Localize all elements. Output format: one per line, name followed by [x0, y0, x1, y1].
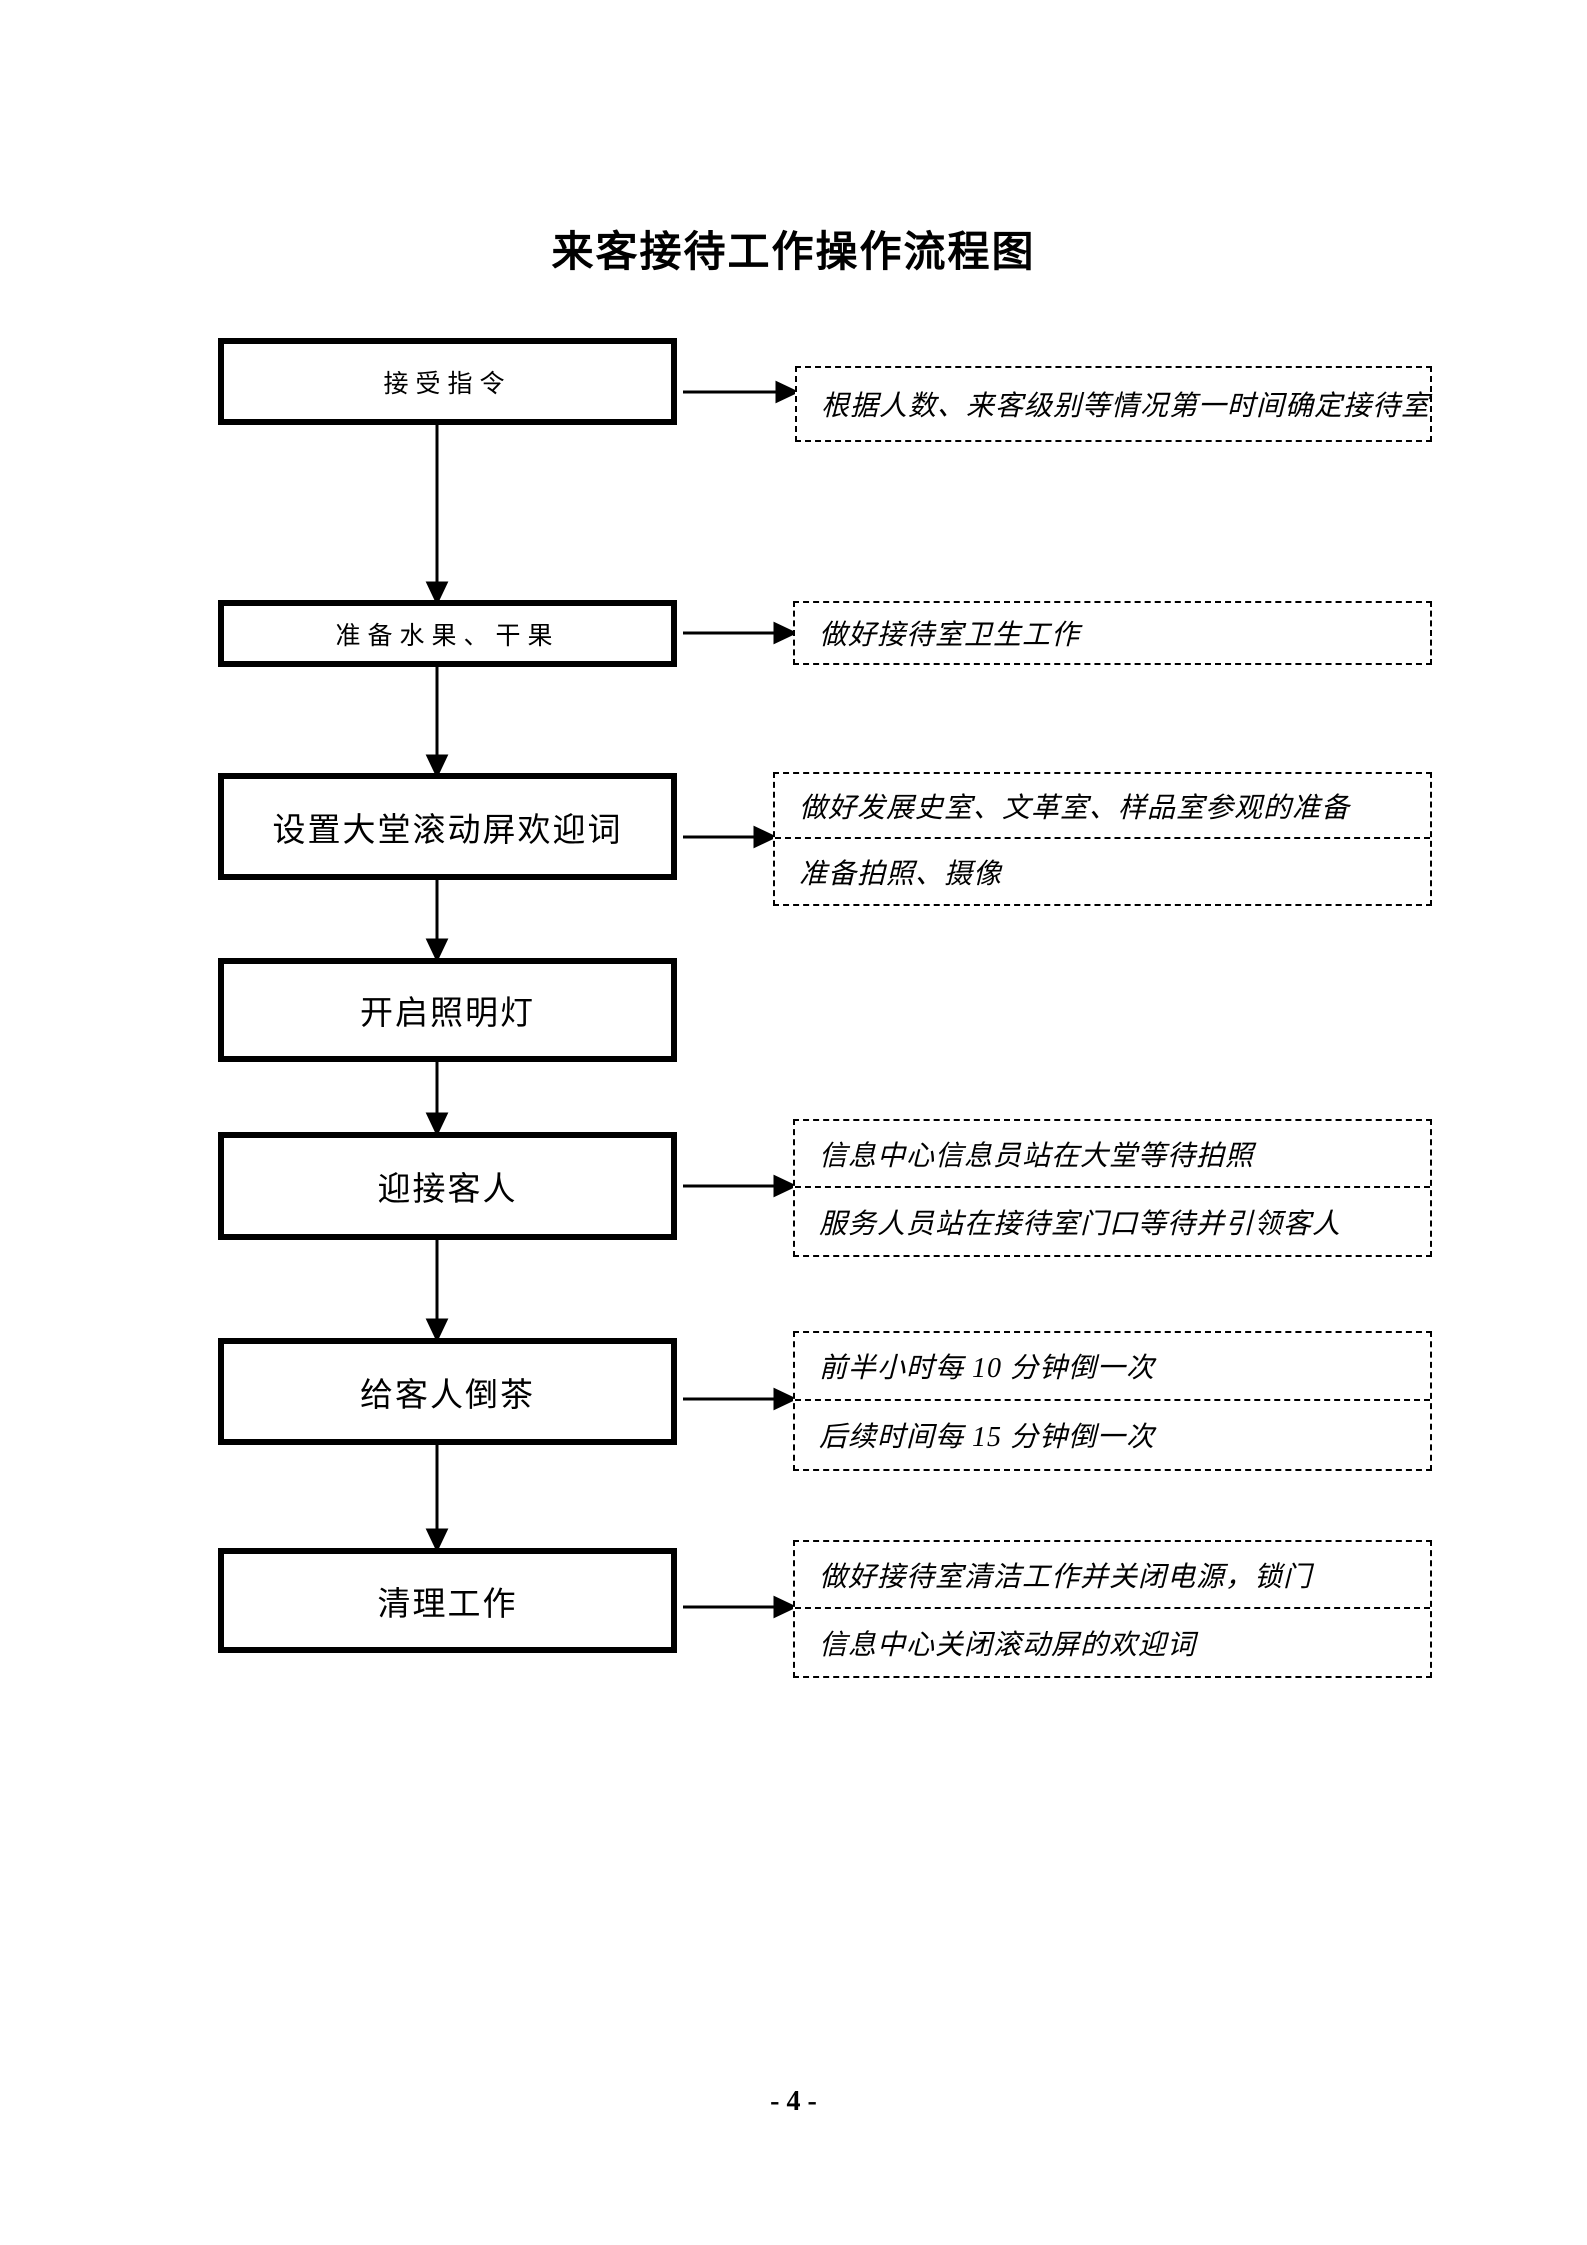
flow-step-greet-guests: 迎接客人 — [218, 1132, 677, 1240]
flow-step-welcome-screen: 设置大堂滚动屏欢迎词 — [218, 773, 677, 880]
note-text: 信息中心信息员站在大堂等待拍照 — [795, 1121, 1430, 1188]
note-text: 做好接待室清洁工作并关闭电源，锁门 — [795, 1542, 1430, 1609]
flow-step-label: 接受指令 — [383, 370, 512, 398]
flow-step-prepare-fruit: 准备水果、干果 — [218, 600, 677, 667]
note-box-step1: 根据人数、来客级别等情况第一时间确定接待室 — [795, 366, 1432, 442]
page-number: - 4 - — [770, 2086, 817, 2117]
note-box-step3: 做好发展史室、文革室、样品室参观的准备 准备拍照、摄像 — [773, 772, 1432, 906]
page-title: 来客接待工作操作流程图 — [551, 228, 1036, 275]
arrow-down-icon — [425, 1318, 449, 1343]
note-text: 根据人数、来客级别等情况第一时间确定接待室 — [821, 391, 1431, 422]
flow-step-label: 给客人倒茶 — [360, 1377, 535, 1414]
note-box-step5: 信息中心信息员站在大堂等待拍照 服务人员站在接待室门口等待并引领客人 — [793, 1119, 1432, 1257]
note-text: 做好接待室卫生工作 — [819, 620, 1081, 651]
arrow-right-icon — [773, 1387, 798, 1411]
note-text: 准备拍照、摄像 — [799, 858, 1003, 890]
flow-step-label: 设置大堂滚动屏欢迎词 — [272, 812, 623, 849]
note-text: 服务人员站在接待室门口等待并引领客人 — [819, 1208, 1342, 1240]
note-text: 信息中心关闭滚动屏的欢迎词 — [819, 1629, 1197, 1661]
note-box-step2: 做好接待室卫生工作 — [793, 601, 1432, 665]
arrow-right-icon — [773, 621, 798, 645]
flow-step-label: 开启照明灯 — [360, 996, 535, 1032]
flow-step-label: 迎接客人 — [377, 1172, 518, 1208]
arrow-down-icon — [425, 1112, 449, 1137]
flow-step-receive-order: 接受指令 — [218, 338, 677, 425]
note-box-step6: 前半小时每 10 分钟倒一次 后续时间每 15 分钟倒一次 — [793, 1331, 1432, 1471]
flow-step-label: 准备水果、干果 — [335, 622, 560, 650]
arrow-right-icon — [775, 380, 800, 404]
note-text: 做好发展史室、文革室、样品室参观的准备 — [775, 774, 1430, 839]
arrow-right-icon — [773, 1595, 798, 1619]
arrow-right-icon — [773, 1174, 798, 1198]
flow-step-label: 清理工作 — [377, 1586, 518, 1623]
flow-step-lights-on: 开启照明灯 — [218, 958, 677, 1062]
note-box-step7: 做好接待室清洁工作并关闭电源，锁门 信息中心关闭滚动屏的欢迎词 — [793, 1540, 1432, 1678]
arrow-down-icon — [425, 1528, 449, 1553]
flow-step-serve-tea: 给客人倒茶 — [218, 1338, 677, 1445]
note-text: 后续时间每 15 分钟倒一次 — [819, 1422, 1156, 1453]
arrow-right-icon — [753, 825, 778, 849]
arrow-down-icon — [425, 938, 449, 963]
note-text: 前半小时每 10 分钟倒一次 — [795, 1333, 1430, 1401]
flow-step-cleanup: 清理工作 — [218, 1548, 677, 1653]
